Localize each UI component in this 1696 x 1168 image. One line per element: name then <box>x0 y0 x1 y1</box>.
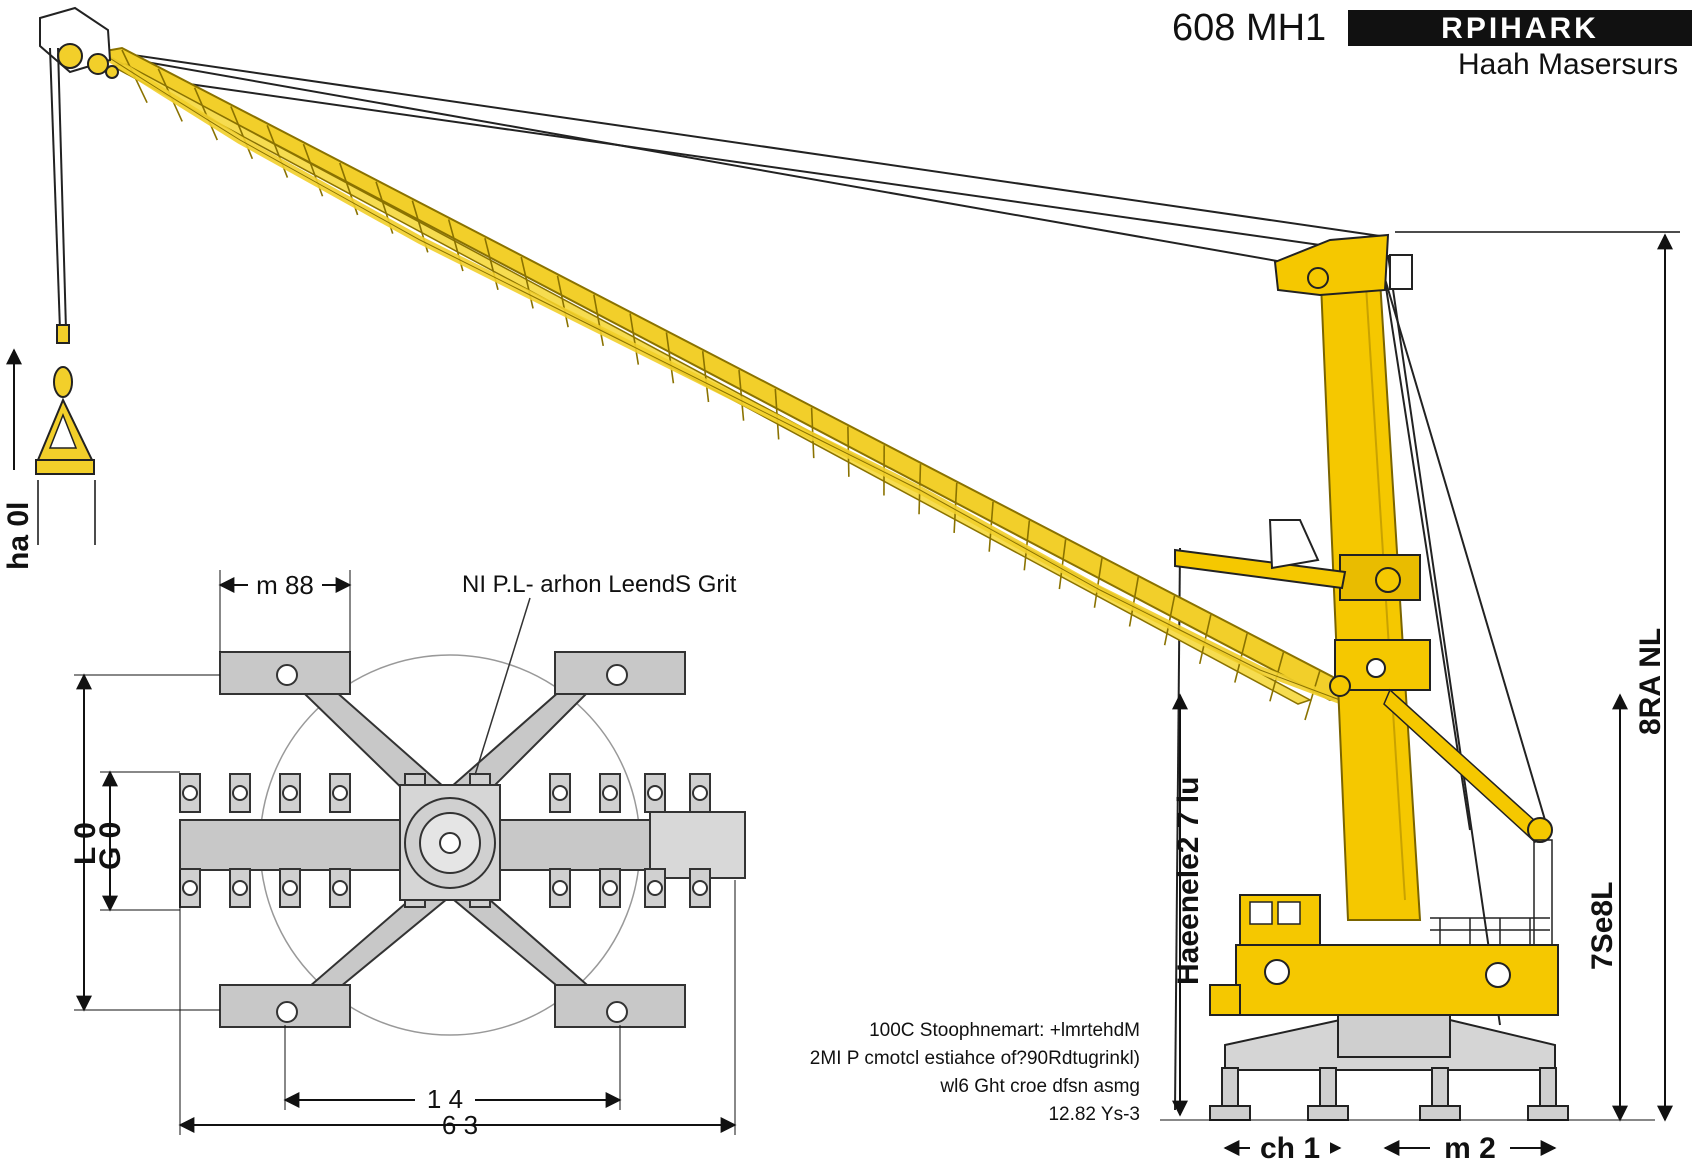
boom-lattice-brace <box>193 87 218 141</box>
plan-view <box>179 651 746 1036</box>
brand-logo: RPIHARK <box>1441 12 1599 45</box>
wheel-icon <box>282 785 298 801</box>
wheel-icon <box>182 880 198 896</box>
boom-lattice-brace <box>701 351 710 403</box>
boom-lattice-brace <box>556 275 569 328</box>
railing <box>1430 917 1550 945</box>
wheel-icon <box>647 785 663 801</box>
wheel-icon <box>332 880 348 896</box>
boom-lattice-brace <box>629 313 640 365</box>
tower-height-label: Haeenele2 7 lu <box>1172 777 1205 985</box>
hook-height-dimension: ha 0l <box>2 348 96 570</box>
model-title: 608 MH1 <box>1172 7 1326 49</box>
plan-left-outer-label: L 0 <box>69 822 102 865</box>
wheel-icon <box>692 880 708 896</box>
wheel-icon <box>647 880 663 896</box>
hook-height-label: ha 0l <box>2 502 35 570</box>
wheel-icon <box>282 880 298 896</box>
hook-block-icon <box>35 324 95 475</box>
tower-height-dimension: Haeenele2 7 lu <box>1172 693 1205 1117</box>
header: 608 MH1 RPIHARK Haah Masersurs <box>1172 7 1692 81</box>
note-line-1: 100C Stoophnemart: +lmrtehdM <box>869 1020 1140 1041</box>
wheel-icon <box>332 785 348 801</box>
outrigger-pad-icon <box>1209 1067 1569 1121</box>
base-height-label: 7Se8L <box>1586 882 1619 970</box>
note-line-4: 12.82 Ys-3 <box>1048 1104 1140 1125</box>
plan-span-outer-label: 6 3 <box>442 1110 478 1140</box>
logo-block <box>1348 10 1692 46</box>
wheel-icon <box>232 785 248 801</box>
boom-lattice-brace <box>738 369 745 421</box>
wheel-icon <box>182 785 198 801</box>
total-height-label: 8RA NL <box>1634 628 1667 735</box>
track-right-label: m 2 <box>1444 1132 1496 1165</box>
plan-left-inner-label: G 0 <box>94 822 127 870</box>
wheel-icon <box>602 785 618 801</box>
total-height-dimension: 8RA NL <box>1395 231 1680 1122</box>
wheel-icon <box>602 880 618 896</box>
plan-width-top-label: m 88 <box>256 570 314 600</box>
notes-block: 100C Stoophnemart: +lmrtehdM 2MI P cmotc… <box>810 1020 1140 1125</box>
subtitle: Haah Masersurs <box>1458 48 1678 81</box>
track-dimension: ch 1 m 2 <box>1160 1119 1655 1165</box>
lattice-boom <box>39 6 1361 721</box>
plan-callout: NI P.L- arhon LeendS Grit <box>462 571 737 776</box>
boom-lattice-brace <box>230 106 254 160</box>
boom-lattice-brace <box>1058 539 1067 590</box>
slewing-ring-icon <box>399 784 501 901</box>
note-line-2: 2MI P cmotcl estiahce of?90Rdtugrinkl) <box>810 1048 1140 1069</box>
hoist-rope <box>49 47 67 331</box>
wheel-icon <box>552 785 568 801</box>
base-height-dimension: 7Se8L <box>1586 693 1628 1122</box>
boom-lattice-brace <box>1128 576 1140 627</box>
boom-lattice-brace <box>1093 558 1103 608</box>
boom-lattice-brace <box>665 332 675 384</box>
tower <box>1174 233 1553 921</box>
wheel-icon <box>692 785 708 801</box>
plan-dimensions: m 88 L 0 G 0 1 4 6 3 <box>69 570 737 1140</box>
plan-span-inner-label: 1 4 <box>427 1084 463 1114</box>
track-left-label: ch 1 <box>1260 1132 1320 1165</box>
note-line-3: wl6 Ght croe dfsn asmg <box>939 1076 1140 1097</box>
wheel-icon <box>552 880 568 896</box>
boom-head <box>39 6 119 79</box>
wheel-icon <box>232 880 248 896</box>
boom-lattice-brace <box>593 294 605 347</box>
callout-label: NI P.L- arhon LeendS Grit <box>462 571 737 598</box>
boom-lattice-brace <box>1304 670 1321 721</box>
